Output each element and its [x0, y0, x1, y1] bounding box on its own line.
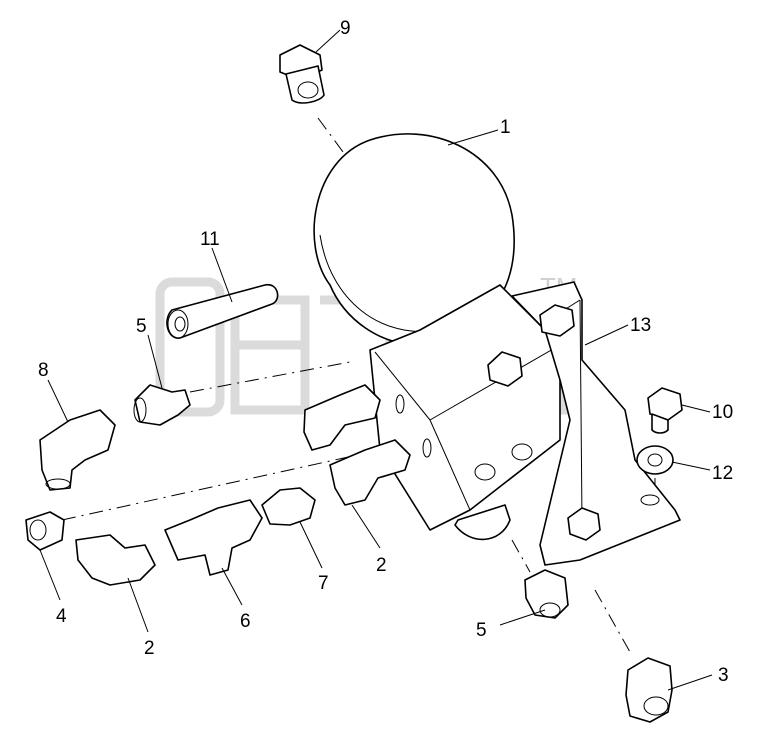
part-2-elbow-left	[75, 534, 156, 586]
part-8-elbow	[39, 409, 116, 491]
part-12-washer	[636, 445, 674, 475]
callout-3: 3	[718, 665, 729, 686]
callout-12: 12	[712, 463, 733, 484]
callout-9: 9	[340, 18, 351, 39]
part-13-manifold-bracket	[369, 281, 681, 566]
callout-labels: 1 9 11 5 8 4 2 6 7 2 5 3 10 12 13	[38, 18, 733, 686]
part-7-adaptor	[261, 487, 316, 526]
part-5-adaptor-lower	[524, 569, 569, 619]
part-2-elbow-right	[303, 384, 411, 506]
part-10-bolt	[647, 387, 683, 434]
callout-11: 11	[200, 229, 220, 250]
callout-5-lower: 5	[476, 620, 487, 641]
callout-6: 6	[240, 611, 251, 632]
callout-2-left: 2	[144, 638, 155, 659]
callout-4: 4	[56, 606, 67, 627]
callout-2-right: 2	[376, 555, 387, 576]
part-9-plug-top	[279, 44, 325, 104]
callout-7: 7	[318, 573, 329, 594]
part-4-cap	[25, 511, 65, 551]
part-6-tee	[164, 499, 263, 576]
leader-lines	[39, 29, 713, 691]
callout-1: 1	[500, 117, 511, 138]
part-5-adaptor-upper	[133, 384, 191, 426]
callout-13: 13	[630, 315, 651, 336]
callout-8: 8	[38, 360, 49, 381]
callout-10: 10	[712, 402, 733, 423]
part-11-pin	[166, 283, 279, 339]
part-3-plug	[625, 657, 673, 723]
callout-5-upper: 5	[136, 316, 147, 337]
